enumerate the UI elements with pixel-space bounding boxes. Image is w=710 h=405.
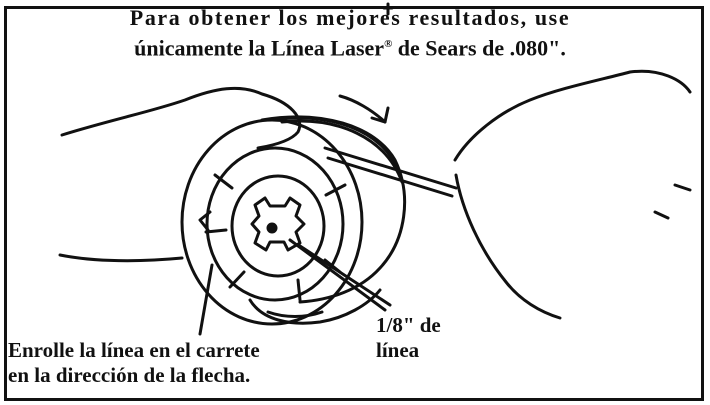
line-length-caption: 1/8" de línea [376, 313, 441, 363]
winding-caption-line-1: Enrolle la línea en el carrete [8, 338, 260, 362]
registered-mark: ® [384, 38, 393, 50]
spool-hub [230, 174, 326, 278]
instruction-text: Para obtener los mejores resultados, use… [0, 4, 700, 61]
left-hand-outline [60, 86, 302, 150]
instruction-line-1: Para obtener los mejores resultados, use [129, 5, 571, 30]
winding-caption-line-2: en la dirección de la flecha. [8, 363, 251, 387]
line-length-caption-line-2: línea [376, 338, 420, 362]
line-length-caption-line-1: 1/8" de [376, 313, 441, 337]
hub-cross [250, 196, 306, 252]
winding-direction-caption: Enrolle la línea en el carrete en la dir… [8, 338, 260, 388]
instruction-line-2: únicamente la Línea Laser® de Sears de .… [0, 31, 700, 61]
illustration-frame [4, 6, 704, 401]
direction-arrow-on-rim [198, 210, 212, 232]
leader-line-arrow-note [198, 263, 214, 336]
left-palm-outline [58, 253, 184, 263]
spool-inner-ring [205, 146, 345, 302]
right-hand-outline [453, 69, 692, 162]
instruction-line-2-start: únicamente la Línea Laser [134, 35, 385, 61]
supporting-fingers [248, 288, 382, 325]
leader-line-size-note [288, 238, 387, 312]
instruction-line-2-end: de Sears de .080". [392, 35, 566, 61]
rotation-arrow [338, 94, 387, 124]
trimmer-line [323, 146, 458, 190]
